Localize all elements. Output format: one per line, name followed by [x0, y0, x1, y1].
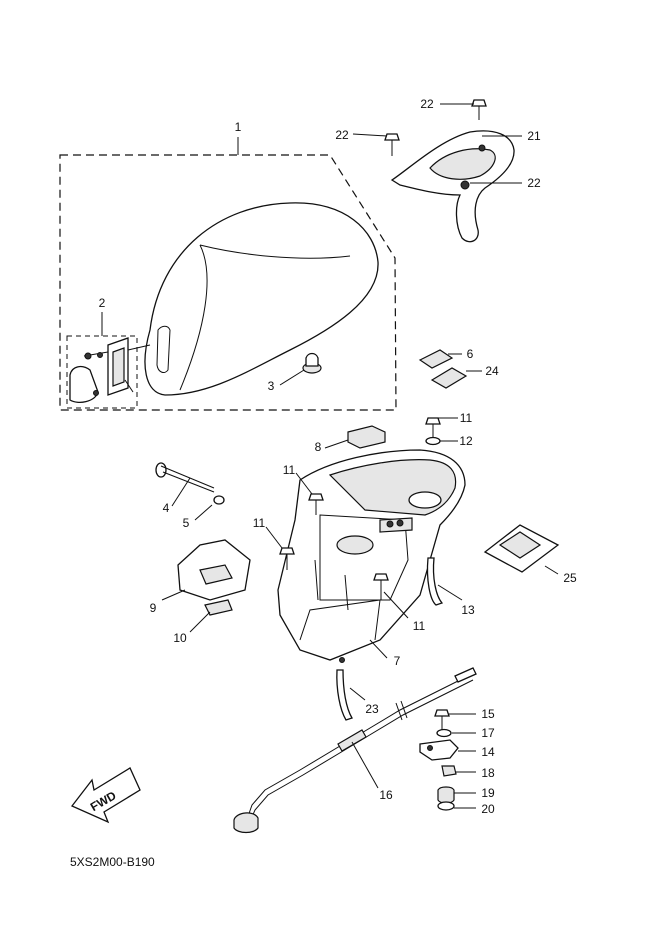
callout-8: 8	[315, 440, 322, 454]
callout-11-right: 11	[460, 411, 473, 425]
callout-11-lower: 11	[413, 619, 426, 633]
seat-lock-cable-part	[233, 667, 477, 834]
callout-5: 5	[183, 516, 190, 530]
callout-9: 9	[150, 601, 157, 615]
nut-part-20	[437, 801, 455, 811]
hose-part-23	[336, 669, 353, 721]
pad-part-8	[347, 425, 386, 449]
bolt-11-left	[279, 547, 295, 570]
callout-7: 7	[394, 654, 401, 668]
callout-15: 15	[481, 707, 495, 721]
callout-22-top: 22	[420, 97, 434, 111]
callout-19: 19	[481, 786, 495, 800]
bolt-11-lower	[373, 573, 389, 600]
bolt-11-center	[308, 493, 324, 515]
pad-part-10	[204, 599, 233, 616]
washer-part-17	[436, 728, 452, 738]
callout-23: 23	[365, 702, 379, 716]
callout-13: 13	[461, 603, 475, 617]
long-bolt-part-4	[155, 462, 215, 493]
label-parts	[418, 349, 468, 389]
callout-16: 16	[379, 788, 393, 802]
callout-14: 14	[481, 745, 495, 759]
screw-part-15	[434, 709, 450, 732]
nut-part-5	[213, 495, 225, 505]
callout-25: 25	[563, 571, 577, 585]
callout-21: 21	[527, 129, 541, 143]
callout-22-right: 22	[527, 176, 541, 190]
callout-3: 3	[268, 379, 275, 393]
callout-17: 17	[481, 726, 495, 740]
diagram-code: 5XS2M00-B190	[70, 855, 155, 869]
callout-6: 6	[467, 347, 474, 361]
hose-part-13	[426, 557, 444, 606]
damper-part	[302, 352, 322, 374]
callout-12: 12	[459, 434, 473, 448]
seat-assembly-outline	[59, 154, 397, 411]
rear-carrier-part	[390, 130, 515, 243]
callout-11-center: 11	[283, 463, 296, 477]
callout-labels: 1 2 3 4 5 6 7 8 9 10 11 12 11 11 11 13 1…	[99, 97, 577, 816]
lock-bracket-part-14	[419, 739, 459, 761]
callout-11-left: 11	[253, 516, 266, 530]
callout-22-left: 22	[335, 128, 349, 142]
storage-box-part	[277, 449, 466, 663]
case-part-9	[177, 539, 251, 601]
lock-cylinder-part-19	[437, 786, 455, 804]
callout-4: 4	[163, 501, 170, 515]
nut-part-18	[441, 765, 457, 777]
callout-2: 2	[99, 296, 106, 310]
seat-lock-subassembly-outline	[66, 335, 138, 409]
callout-1: 1	[235, 120, 242, 134]
callout-18: 18	[481, 766, 495, 780]
callout-10: 10	[173, 631, 187, 645]
bolt-22-top	[471, 99, 487, 120]
forward-direction-arrow: FWD	[70, 767, 141, 824]
bolt-22-left	[384, 133, 400, 156]
leader-lines	[101, 103, 559, 809]
callout-20: 20	[481, 802, 495, 816]
washer-12	[425, 436, 441, 446]
owners-manual-part	[483, 524, 560, 573]
seat-part	[144, 202, 379, 396]
seat-lock-part	[69, 337, 151, 403]
callout-24: 24	[485, 364, 499, 378]
